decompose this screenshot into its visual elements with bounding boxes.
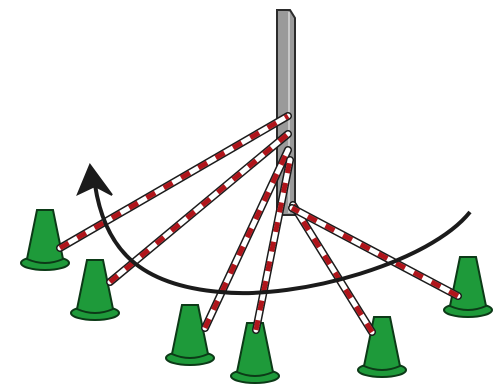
- striped-pole-icon: [293, 205, 372, 332]
- green-cone-icon: [71, 260, 119, 320]
- cone-body: [450, 257, 486, 310]
- striped-pole-icon: [292, 208, 458, 296]
- cones-group: [21, 210, 492, 383]
- green-cone-icon: [166, 305, 214, 365]
- poles-group: [60, 116, 458, 332]
- green-cone-icon: [21, 210, 69, 270]
- cone-body: [27, 210, 63, 263]
- cone-body: [172, 305, 208, 358]
- cone-body: [77, 260, 113, 313]
- green-cone-icon: [444, 257, 492, 317]
